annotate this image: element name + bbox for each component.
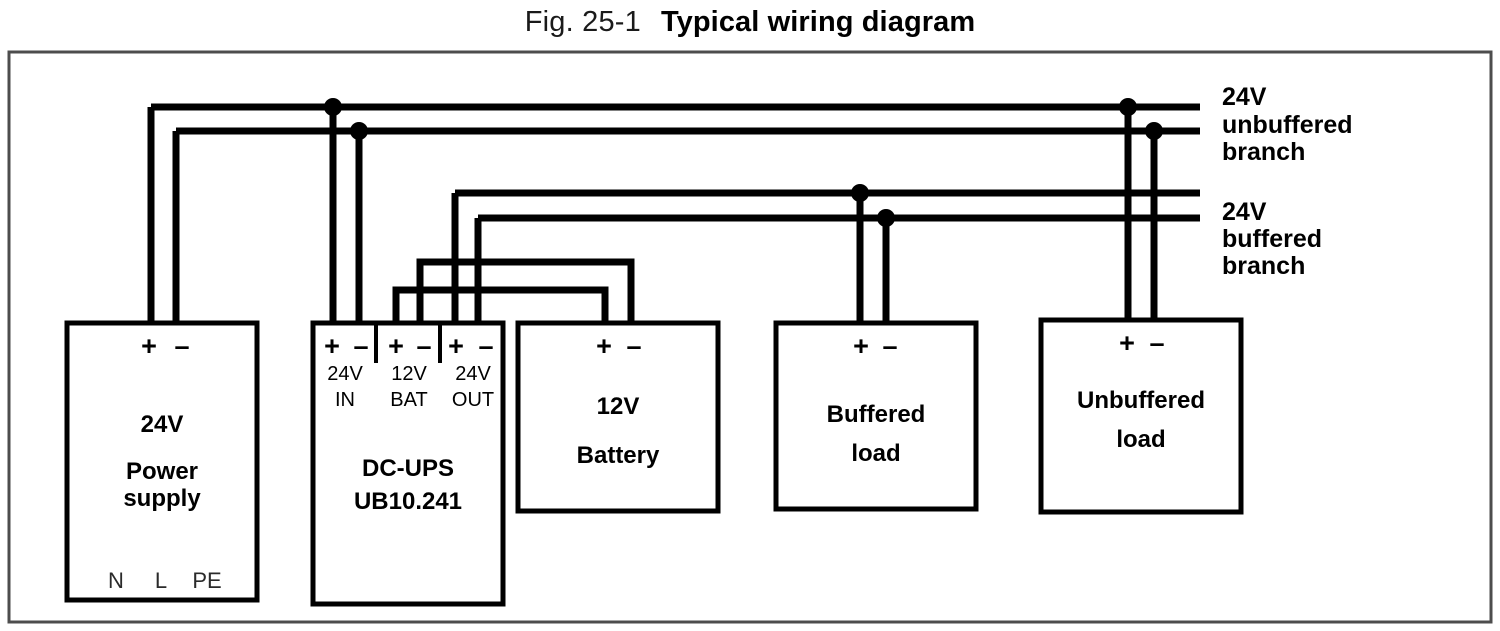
unbuffered-load-minus-label: – <box>1149 328 1164 358</box>
dc-ups-out-voltage: 24V <box>455 363 491 385</box>
junction-dot-ups-in-plus <box>324 98 342 116</box>
unbuffered-branch-label: 24V unbuffered branch <box>1222 83 1353 166</box>
power-supply-plus-label: + <box>141 331 157 361</box>
power-supply-box[interactable]: + – 24V Power supply N L PE <box>64 320 260 603</box>
power-supply-outline <box>64 320 260 603</box>
figure-caption: Typical wiring diagram <box>660 5 976 38</box>
power-supply-title-line3: supply <box>123 485 201 512</box>
dc-ups-bat-role: BAT <box>390 389 427 411</box>
figure-number: Fig. 25-1 <box>524 5 641 38</box>
buffered-load-minus-label: – <box>882 331 897 361</box>
dc-ups-in-minus-label: – <box>353 331 368 361</box>
unbuffered-branch-line2: unbuffered <box>1222 111 1353 139</box>
buffered-branch-line1: 24V <box>1222 198 1267 226</box>
dc-ups-outline <box>310 320 506 607</box>
buffered-load-outline <box>773 320 979 512</box>
power-supply-terminal-l: L <box>155 568 167 593</box>
unbuffered-load-box[interactable]: + – Unbuffered load <box>1038 317 1244 515</box>
unbuffered-load-plus-label: + <box>1119 328 1135 358</box>
power-supply-title-line1: 24V <box>141 411 184 438</box>
power-supply-terminal-n: N <box>108 568 124 593</box>
junction-dot-group <box>324 98 1163 227</box>
dc-ups-in-plus-label: + <box>324 331 340 361</box>
buffered-load-title-line2: load <box>851 440 900 467</box>
battery-title-line1: 12V <box>597 393 640 420</box>
unbuffered-branch-line3: branch <box>1222 138 1305 166</box>
power-supply-terminal-pe: PE <box>192 568 221 593</box>
unbuffered-load-title-line2: load <box>1116 426 1165 453</box>
dc-ups-out-plus-label: + <box>448 331 464 361</box>
junction-dot-unbuffered-load-plus <box>1119 98 1137 116</box>
junction-dot-buffered-load-plus <box>851 184 869 202</box>
power-supply-title-line2: Power <box>126 458 198 485</box>
dc-ups-bat-plus-label: + <box>388 331 404 361</box>
junction-dot-ups-in-minus <box>350 122 368 140</box>
dc-ups-title-line1: DC-UPS <box>362 455 454 482</box>
dc-ups-box[interactable]: + – 24V IN + – 12V BAT + – 24V OUT DC-UP… <box>310 320 506 607</box>
buffered-branch-line2: buffered <box>1222 225 1322 253</box>
battery-minus-label: – <box>626 331 641 361</box>
buffered-load-plus-label: + <box>853 331 869 361</box>
junction-dot-buffered-load-minus <box>877 209 895 227</box>
wire-battery-plus-loop <box>392 286 609 325</box>
dc-ups-out-minus-label: – <box>478 331 493 361</box>
battery-title-line2: Battery <box>577 442 660 469</box>
dc-ups-bat-voltage: 12V <box>391 363 427 385</box>
wire-battery-minus-loop <box>416 258 635 325</box>
dc-ups-in-role: IN <box>335 389 355 411</box>
buffered-branch-label: 24V buffered branch <box>1222 198 1322 280</box>
power-supply-minus-label: – <box>174 331 189 361</box>
dc-ups-out-role: OUT <box>452 389 494 411</box>
buffered-branch-line3: branch <box>1222 252 1305 280</box>
battery-outline <box>515 320 721 514</box>
dc-ups-title-line2: UB10.241 <box>354 488 462 515</box>
unbuffered-load-title-line1: Unbuffered <box>1077 387 1205 414</box>
battery-box[interactable]: + – 12V Battery <box>515 320 721 514</box>
wire-group <box>147 103 1200 325</box>
buffered-load-box[interactable]: + – Buffered load <box>773 320 979 512</box>
battery-plus-label: + <box>596 331 612 361</box>
junction-dot-unbuffered-load-minus <box>1145 122 1163 140</box>
dc-ups-bat-minus-label: – <box>416 331 431 361</box>
unbuffered-load-outline <box>1038 317 1244 515</box>
figure-title: Fig. 25-1 Typical wiring diagram <box>0 0 1500 44</box>
buffered-load-title-line1: Buffered <box>827 401 926 428</box>
dc-ups-in-voltage: 24V <box>327 363 363 385</box>
unbuffered-branch-line1: 24V <box>1222 83 1267 111</box>
